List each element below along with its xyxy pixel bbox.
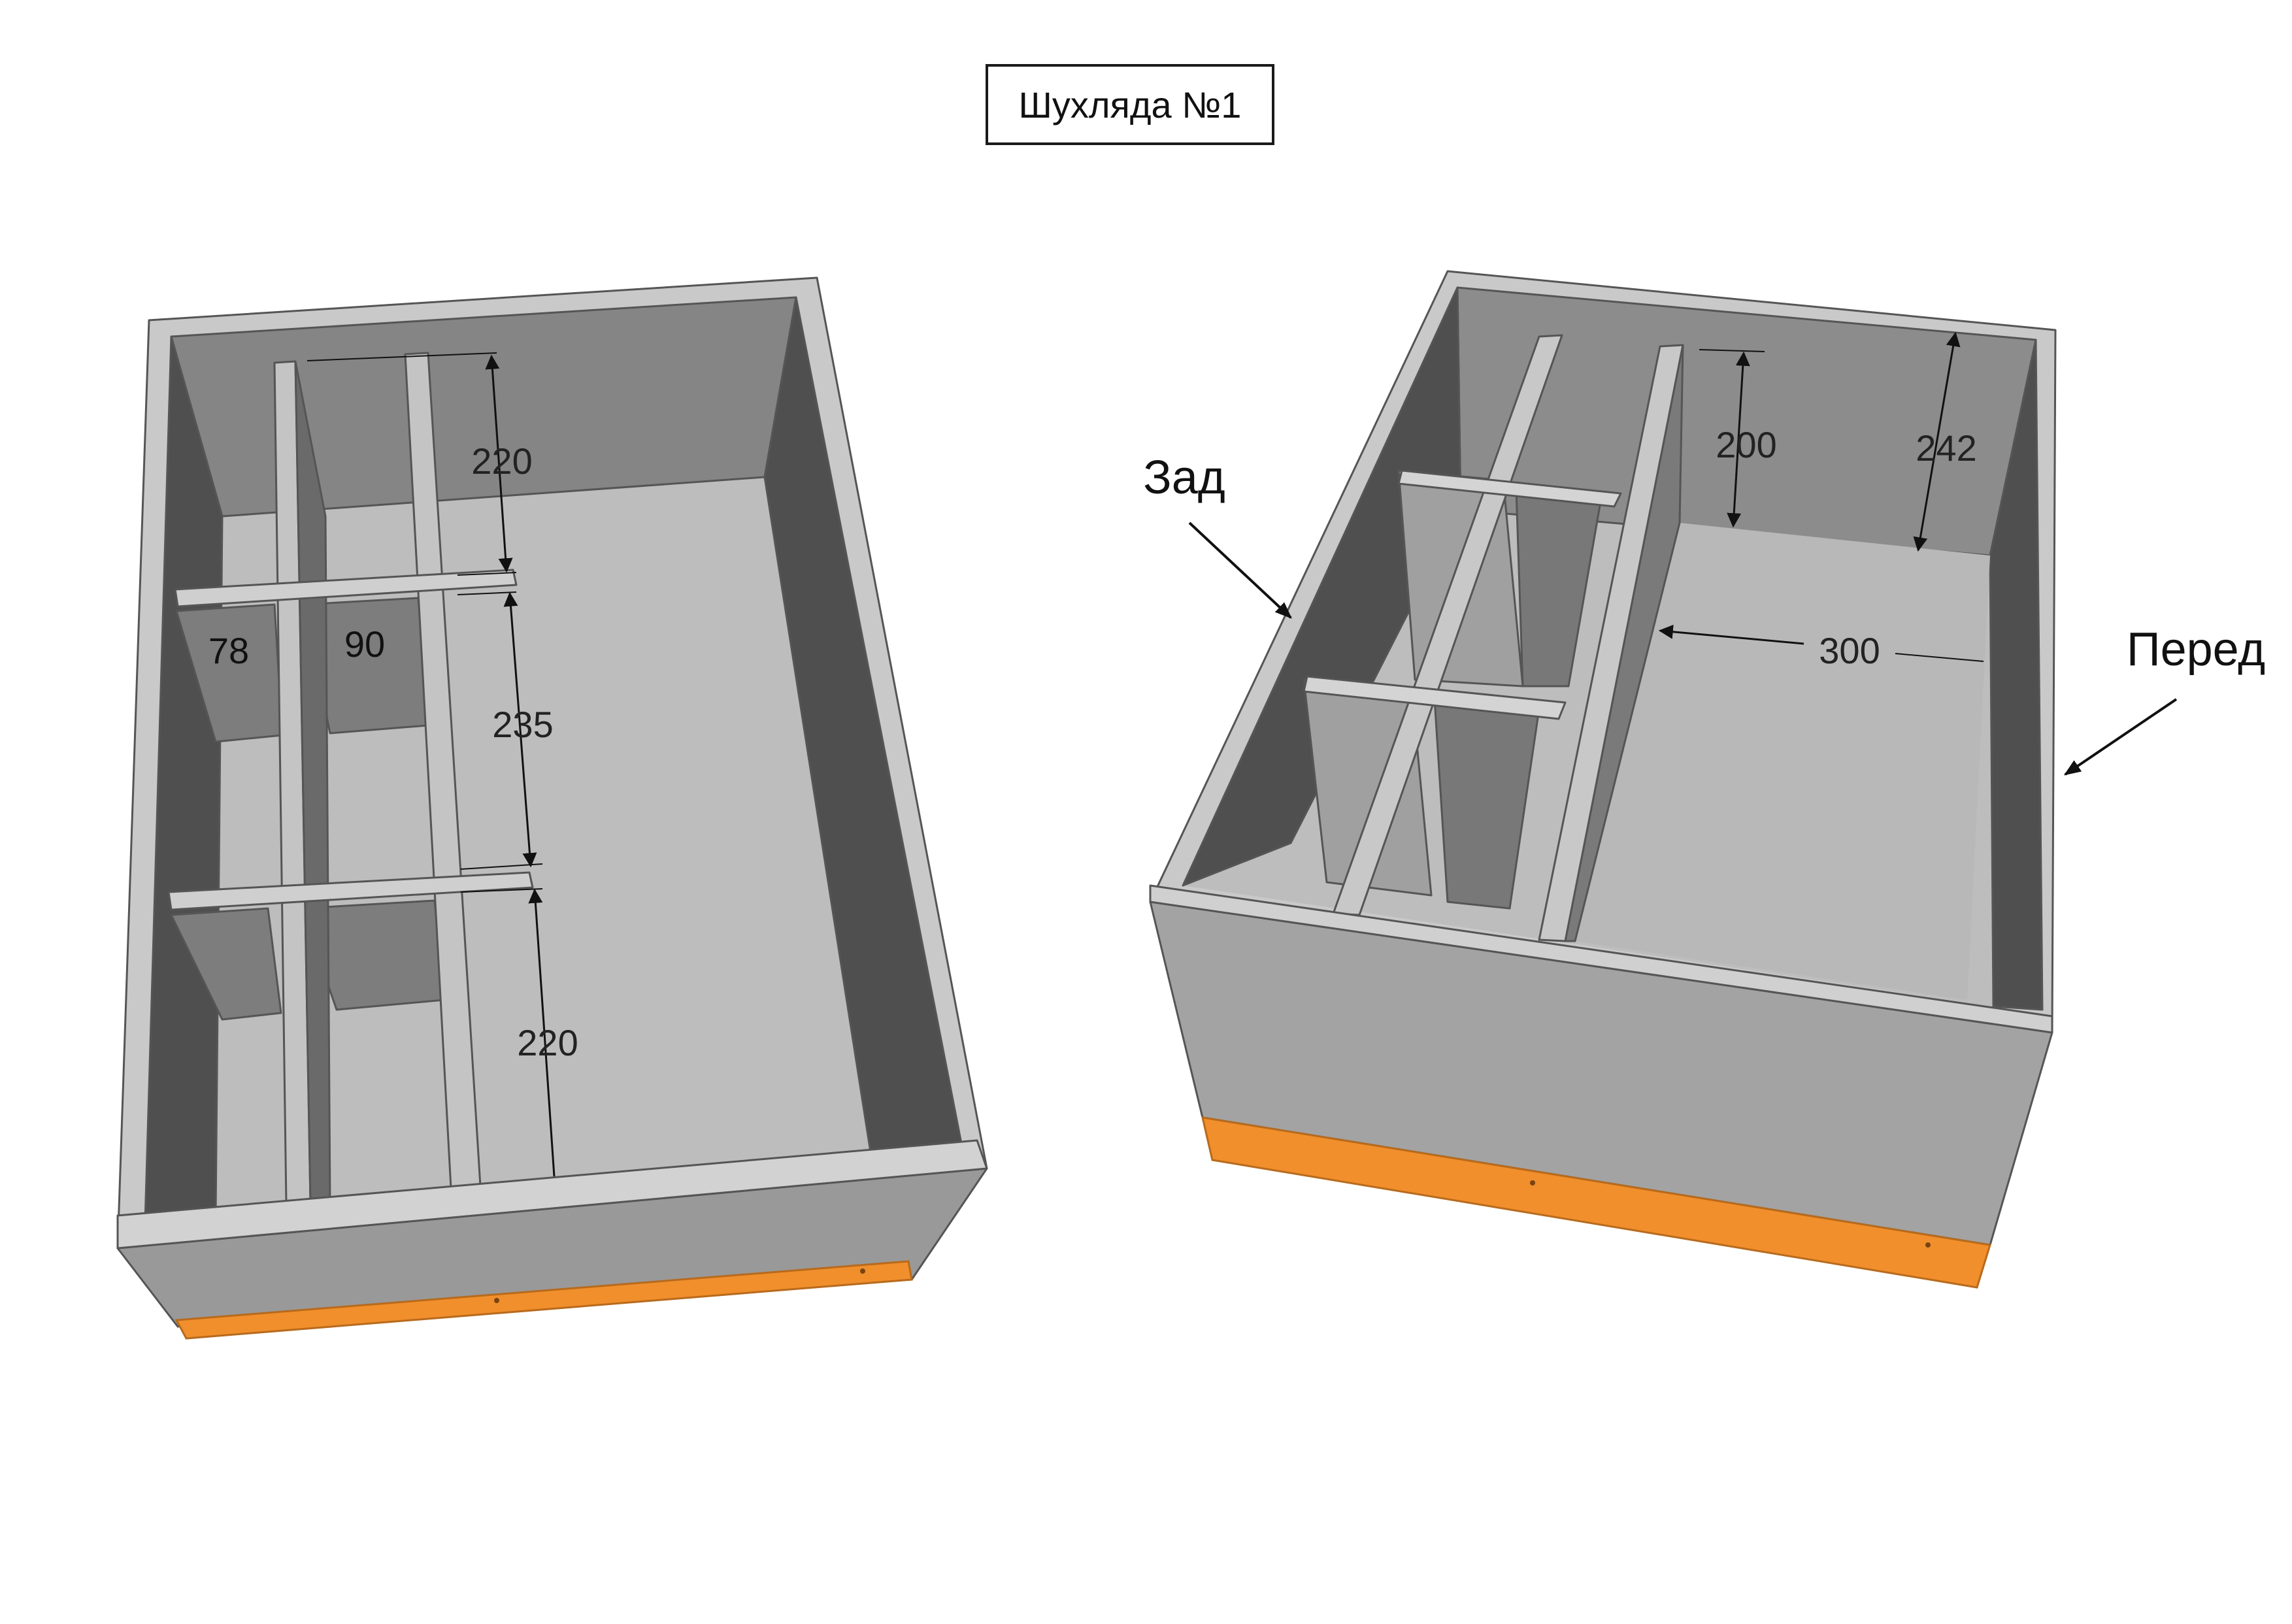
dim-compartment-a: 78 [208,630,249,671]
dim-bottom-gap: 220 [517,1022,578,1063]
right-divider-cross-2 [1303,675,1567,720]
dim-width: 300 [1819,630,1880,671]
left-comp-c-shade [170,907,282,1021]
dim-top-gap: 220 [471,440,532,482]
left-divider-h2 [167,871,534,911]
dim-inner-height-line [1727,351,1750,528]
left-drawer [116,276,988,1328]
left-trim-screw-2 [860,1268,865,1274]
left-divider-h1 [174,569,518,608]
right-divider-cross-1 [1397,469,1622,508]
right-main-compartment [1575,523,1990,1000]
left-trim [174,1260,913,1340]
front-label-arrow [2063,698,2178,776]
dim-top-gap-line [485,354,513,573]
right-front-rim [1149,884,2053,1034]
dim-inner-height: 200 [1716,424,1776,465]
dim-outer-height: 242 [1916,427,1976,469]
left-trim-screw-1 [494,1298,499,1303]
right-trim-screw-2 [1925,1242,1931,1248]
dim-middle-gap: 235 [492,704,553,745]
left-dimensions [307,352,556,1177]
right-dimensions [1658,331,1984,662]
dim-compartment-b: 90 [344,623,385,665]
right-trim-screw-1 [1530,1180,1535,1185]
right-trim [1201,1116,1991,1289]
back-label-arrow [1188,522,1292,619]
dim-width-line [1658,624,1804,645]
front-label: Перед [2127,623,2265,676]
page-title: Шухляда №1 [1018,84,1242,125]
back-label: Зад [1143,452,1225,504]
right-divider-long-side [1564,344,1684,942]
title-box: Шухляда №1 [986,64,1274,145]
right-wall-right [1989,339,2044,1011]
dim-middle-gap-line [503,591,537,868]
right-wall-left [1182,286,1462,887]
dim-outer-height-line [1913,331,1961,552]
left-front-rim [116,1139,988,1250]
right-drawer [1149,270,2057,1246]
dim-bottom-gap-line [528,888,556,1177]
